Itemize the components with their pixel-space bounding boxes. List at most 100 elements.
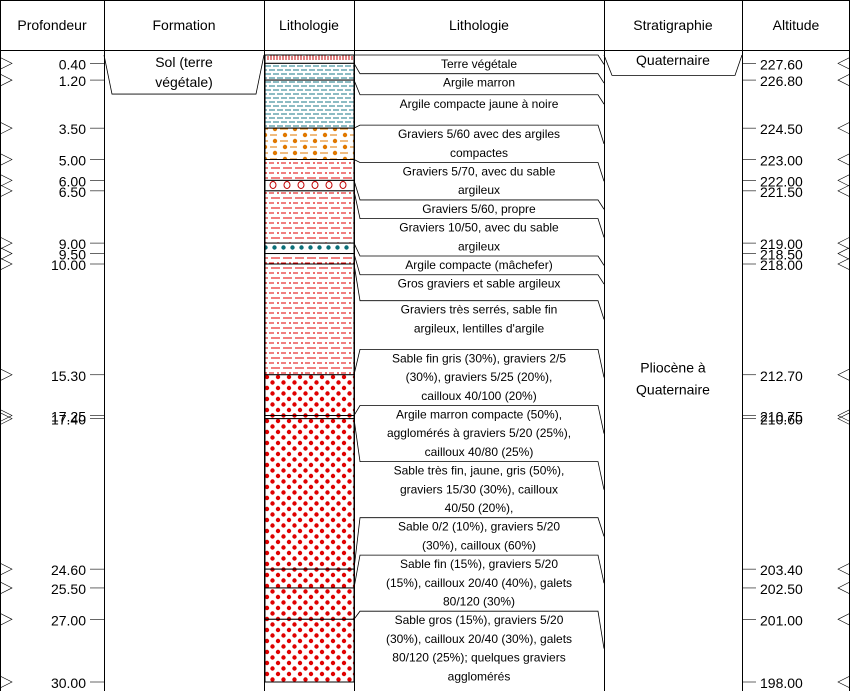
description-connector-2 xyxy=(353,63,605,84)
depth-value: 6.50 xyxy=(59,184,86,200)
header-lithology-pattern: Lithologie xyxy=(279,17,339,33)
lithology-description-16: 80/120 (25%); quelques graviers xyxy=(392,651,565,665)
altitude-value: 202.50 xyxy=(760,581,803,597)
table-header: Profondeur Formation Lithologie Litholog… xyxy=(17,17,819,33)
altitude-column: 227.60226.80224.50223.00222.00221.50219.… xyxy=(742,56,850,691)
lithology-description-15: (15%), cailloux 20/40 (40%), galets xyxy=(386,576,572,590)
lithology-description-15: Sable fin (15%), graviers 5/20 xyxy=(400,557,558,571)
description-connector-8 xyxy=(353,242,605,266)
depth-tick xyxy=(0,236,13,250)
depth-tick xyxy=(0,73,13,87)
altitude-value: 218.00 xyxy=(760,257,803,273)
lithology-description-7: argileux xyxy=(458,239,500,253)
depth-value: 0.40 xyxy=(59,56,86,72)
description-connector-15 xyxy=(353,554,605,589)
lithology-description-16: agglomérés xyxy=(448,669,511,683)
lithology-layer-13 xyxy=(264,418,355,570)
lithology-layer-9 xyxy=(264,253,355,265)
lithology-description-10: Graviers très serrés, sable fin xyxy=(401,303,558,317)
altitude-tick xyxy=(837,581,850,595)
header-lithology-description: Lithologie xyxy=(449,17,509,33)
altitude-tick xyxy=(837,368,850,382)
depth-tick xyxy=(0,613,13,626)
altitude-tick xyxy=(837,184,850,198)
altitude-tick xyxy=(837,257,850,271)
depth-tick xyxy=(0,247,13,260)
lithology-layer-6 xyxy=(264,179,355,192)
lithology-description-11: (30%), graviers 5/25 (20%), xyxy=(406,370,553,384)
description-connector-4 xyxy=(353,124,605,144)
lithology-description-12: Argile marron compacte (50%), xyxy=(396,408,562,422)
description-connector-9 xyxy=(353,253,605,285)
lithology-description-3: Argile compacte jaune à noire xyxy=(400,97,559,111)
lithology-layer-15 xyxy=(264,587,355,620)
lithology-layer-14 xyxy=(264,568,355,589)
depth-value: 9.00 xyxy=(59,236,86,252)
lithology-layer-11 xyxy=(264,374,355,417)
depth-tick xyxy=(0,581,13,595)
altitude-tick xyxy=(837,562,850,576)
altitude-tick xyxy=(837,174,850,187)
lithology-description-15: 80/120 (30%) xyxy=(443,595,515,609)
description-connector-14 xyxy=(353,517,605,570)
description-connector-13 xyxy=(353,418,605,490)
depth-tick xyxy=(0,368,13,382)
lithology-layer-2 xyxy=(264,62,355,81)
lithology-layer-8 xyxy=(264,242,355,255)
formation-label: Sol (terre xyxy=(155,54,213,70)
depth-tick xyxy=(0,153,13,166)
stratigraphy-label: Pliocène à xyxy=(640,360,706,376)
lithology-layer-1 xyxy=(264,54,355,64)
altitude-value: 201.00 xyxy=(760,612,803,628)
altitude-value: 226.80 xyxy=(760,73,803,89)
altitude-value: 222.00 xyxy=(760,173,803,189)
depth-tick xyxy=(0,412,13,425)
lithology-description-14: (30%), cailloux (60%) xyxy=(422,538,536,552)
lithology-column xyxy=(264,54,355,683)
depth-value: 24.60 xyxy=(51,562,86,578)
altitude-tick xyxy=(837,613,850,626)
lithology-description-16: (30%), cailloux 20/40 (30%), galets xyxy=(386,632,572,646)
altitude-value: 227.60 xyxy=(760,56,803,72)
depth-value: 17.25 xyxy=(51,409,86,425)
altitude-tick xyxy=(837,236,850,250)
altitude-value: 223.00 xyxy=(760,153,803,169)
lithology-description-12: agglomérés à graviers 5/20 (25%), xyxy=(387,426,571,440)
description-connectors xyxy=(353,54,605,649)
altitude-value: 224.50 xyxy=(760,121,803,137)
depth-value: 15.30 xyxy=(51,368,86,384)
altitude-value: 218.50 xyxy=(760,247,803,263)
depth-value: 1.20 xyxy=(59,73,86,89)
description-connector-1 xyxy=(354,54,605,65)
lithology-description-11: cailloux 40/100 (20%) xyxy=(421,389,536,403)
altitude-value: 221.50 xyxy=(760,184,803,200)
depth-tick xyxy=(0,174,13,187)
lithology-description-8: Argile compacte (mâchefer) xyxy=(405,258,552,272)
description-connector-10 xyxy=(353,263,605,320)
header-formation: Formation xyxy=(152,17,215,33)
header-altitude: Altitude xyxy=(773,17,820,33)
lithology-description-12: cailloux 40/80 (25%) xyxy=(425,445,534,459)
altitude-tick xyxy=(837,57,850,70)
altitude-tick xyxy=(837,412,850,425)
depth-value: 25.50 xyxy=(51,581,86,597)
lithology-description-4: compactes xyxy=(450,146,508,160)
lithology-layer-4 xyxy=(264,127,355,160)
formation-label: végétale) xyxy=(155,74,213,90)
depth-value: 6.00 xyxy=(59,173,86,189)
depth-value: 30.00 xyxy=(51,675,86,691)
altitude-value: 198.00 xyxy=(760,675,803,691)
lithology-description-6: Graviers 5/60, propre xyxy=(422,202,536,216)
description-connector-6 xyxy=(353,180,605,210)
lithology-layer-10 xyxy=(264,263,355,376)
altitude-tick xyxy=(837,409,850,422)
altitude-tick xyxy=(837,675,850,689)
altitude-value: 210.60 xyxy=(760,412,803,428)
header-depth: Profondeur xyxy=(17,17,87,33)
lithology-description-5: Graviers 5/70, avec du sable xyxy=(403,165,556,179)
lithology-description-4: Graviers 5/60 avec des argiles xyxy=(398,127,560,141)
description-connector-7 xyxy=(353,190,605,238)
lithology-description-2: Argile marron xyxy=(443,76,515,90)
